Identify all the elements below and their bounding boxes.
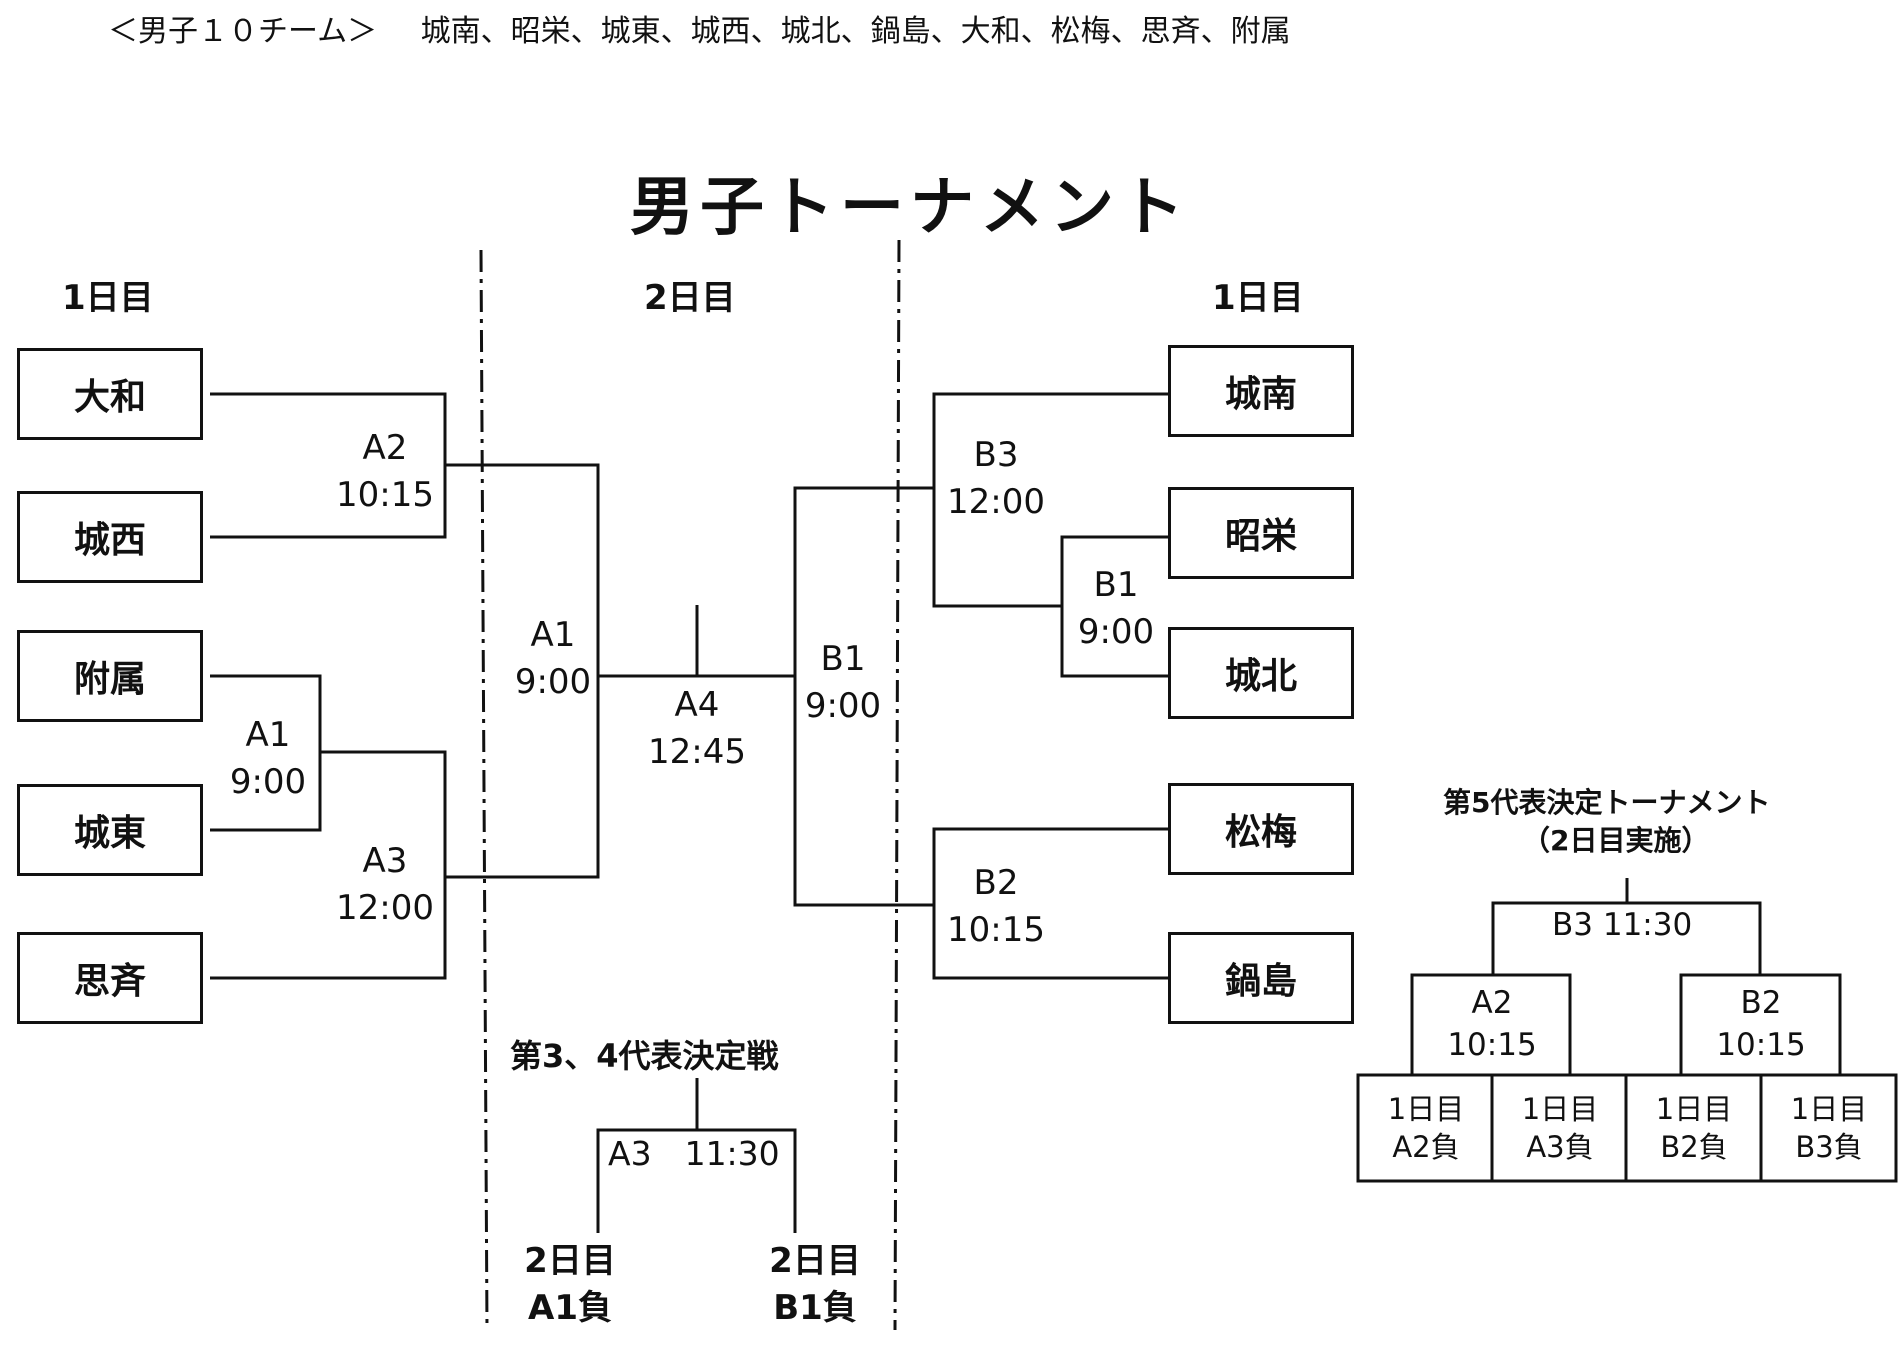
match-time: 12:45 [648, 732, 746, 772]
match-label-right-b2: B2 10:15 [940, 860, 1052, 954]
entry-label: A3負 [1526, 1130, 1594, 1164]
match-code: A2 [1471, 985, 1513, 1021]
fifth-entry-3: 1日目 B2負 [1628, 1090, 1760, 1166]
day-label-left: 1日目 [62, 278, 154, 318]
third-fourth-entry-right: 2日目 B1負 [765, 1238, 865, 1332]
match-label-final-a4: A4 12:45 [640, 682, 754, 776]
entry-label: B1負 [773, 1288, 857, 1328]
match-code: B3 [973, 435, 1019, 475]
fifth-subtitle: （2日目実施） [1522, 824, 1710, 857]
bracket-line-right-b1 [1060, 535, 1168, 678]
entry-day: 1日目 [1521, 1092, 1599, 1126]
entry-day: 1日目 [1655, 1092, 1733, 1126]
match-label-center-b1: B1 9:00 [800, 636, 886, 730]
third-fourth-title: 第3、4代表決定戦 [510, 1037, 779, 1075]
fifth-entry-2: 1日目 A3負 [1494, 1090, 1626, 1166]
match-time: 9:00 [804, 686, 882, 726]
match-time: 9:00 [514, 662, 592, 702]
bracket-line-34 [596, 1128, 797, 1233]
fifth-entry-4: 1日目 B3負 [1763, 1090, 1895, 1166]
match-label-right-b1: B1 9:00 [1068, 562, 1164, 656]
match-time: 9:00 [229, 762, 307, 802]
match-code: A1 [245, 715, 291, 755]
team-box-right-5: 鍋島 [1168, 932, 1354, 1024]
match-time: 10:15 [336, 475, 434, 515]
match-time: 12:00 [336, 888, 434, 928]
bracket-line-5th-semi-left [1410, 973, 1572, 1075]
day-divider-right [893, 239, 901, 1331]
fifth-title: 第5代表決定トーナメント [1443, 786, 1771, 819]
team-box-right-2: 昭栄 [1168, 487, 1354, 579]
team-box-left-1: 大和 [17, 348, 203, 440]
bracket-line-5th-final [1491, 901, 1762, 975]
bracket-line-right-b3 [932, 392, 1168, 608]
match-label-left-a2: A2 10:15 [330, 425, 440, 519]
entry-label: B3負 [1795, 1130, 1863, 1164]
bracket-line-5th-semi-right [1679, 973, 1842, 1075]
team-box-left-4: 城東 [17, 784, 203, 876]
match-time: 10:15 [1447, 1027, 1537, 1063]
bracket-line-left-a3 [210, 750, 447, 980]
match-code: B1 [820, 639, 866, 679]
team-box-left-5: 思斉 [17, 932, 203, 1024]
entry-day: 1日目 [1790, 1092, 1868, 1126]
match-label-right-b3: B3 12:00 [940, 432, 1052, 526]
third-fourth-entry-left: 2日目 A1負 [520, 1238, 620, 1332]
fifth-semi-left: A2 10:15 [1428, 982, 1556, 1066]
fifth-semi-right: B2 10:15 [1697, 982, 1825, 1066]
entry-label: A1負 [528, 1288, 612, 1328]
match-code: A4 [674, 685, 720, 725]
header-teams-list: 城南、昭栄、城東、城西、城北、鍋島、大和、松梅、思斉、附属 [420, 14, 1291, 49]
entry-day: 2日目 [769, 1241, 861, 1281]
match-time: 9:00 [1077, 612, 1155, 652]
match-time: 10:15 [947, 910, 1045, 950]
team-box-right-4: 松梅 [1168, 783, 1354, 875]
day-label-right: 1日目 [1212, 278, 1304, 318]
match-label-left-a3: A3 12:00 [330, 838, 440, 932]
header-line: ＜男子１０チーム＞ 城南、昭栄、城東、城西、城北、鍋島、大和、松梅、思斉、附属 [108, 14, 1291, 50]
bracket-line-center-b1 [793, 486, 934, 907]
match-time: 12:00 [947, 482, 1045, 522]
day-label-center: 2日目 [644, 278, 736, 318]
entry-label: A2負 [1392, 1130, 1460, 1164]
page-title: 男子トーナメント [630, 171, 1190, 245]
header-boys-label: ＜男子１０チーム＞ [108, 14, 378, 49]
entry-label: B2負 [1660, 1130, 1728, 1164]
match-time: 10:15 [1716, 1027, 1806, 1063]
fifth-entry-1: 1日目 A2負 [1360, 1090, 1492, 1166]
team-box-left-2: 城西 [17, 491, 203, 583]
match-code: B2 [973, 863, 1019, 903]
match-label-left-a1: A1 9:00 [218, 712, 318, 806]
bracket-line-right-b2 [932, 827, 1168, 980]
team-box-right-1: 城南 [1168, 345, 1354, 437]
day-divider-left [479, 249, 489, 1331]
team-box-left-3: 附属 [17, 630, 203, 722]
entry-day: 1日目 [1387, 1092, 1465, 1126]
match-code: B2 [1740, 985, 1782, 1021]
match-label-center-a1: A1 9:00 [510, 612, 596, 706]
match-code: A1 [530, 615, 576, 655]
entry-day: 2日目 [524, 1241, 616, 1281]
bracket-line-center-a1 [445, 463, 600, 879]
team-box-right-3: 城北 [1168, 627, 1354, 719]
third-fourth-match: A3 11:30 [608, 1134, 780, 1173]
fifth-final: B3 11:30 [1552, 907, 1693, 943]
match-code: B1 [1093, 565, 1139, 605]
match-code: A3 [362, 841, 408, 881]
match-code: A2 [362, 428, 408, 468]
